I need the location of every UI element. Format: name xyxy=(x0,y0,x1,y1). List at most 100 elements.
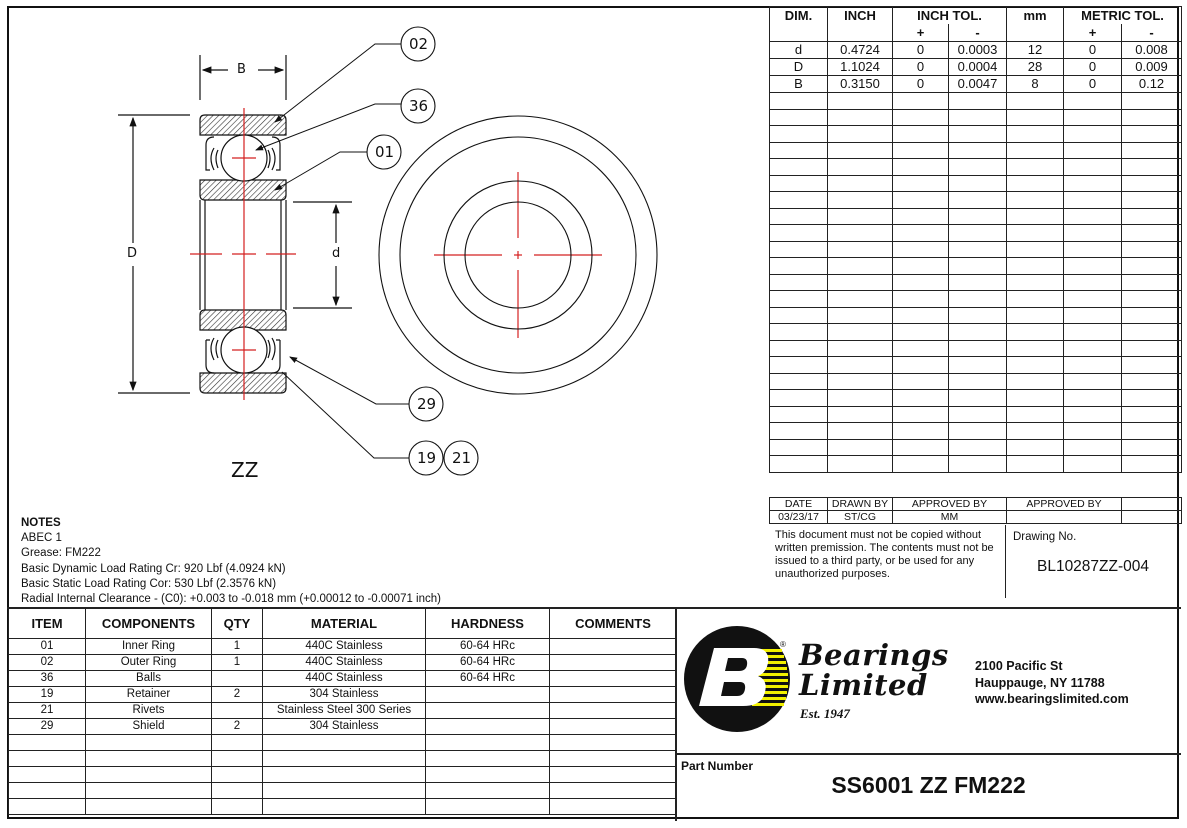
note-line: Radial Internal Clearance - (C0): +0.003… xyxy=(21,593,441,606)
cell-inch: 0.3150 xyxy=(827,75,893,93)
table-row-empty xyxy=(8,750,677,767)
cell-empty xyxy=(1006,125,1065,143)
cell-mm: 12 xyxy=(1006,41,1065,59)
header-dim-sub xyxy=(769,24,828,42)
cell-empty xyxy=(769,389,828,407)
cell-empty xyxy=(827,306,893,324)
table-row-empty xyxy=(769,455,1183,473)
cell-empty xyxy=(1006,191,1065,209)
cell-empty xyxy=(1121,108,1183,126)
front-view xyxy=(378,115,658,395)
part-number-label: Part Number xyxy=(681,759,754,773)
cell-empty xyxy=(947,455,1008,473)
cell-empty xyxy=(769,405,828,423)
cell-empty xyxy=(827,422,893,440)
header-drawn-by: DRAWN BY xyxy=(827,497,893,511)
cell-item: 21 xyxy=(8,702,86,719)
cell-empty xyxy=(1063,141,1123,159)
cell-hardness xyxy=(425,718,550,735)
cell-empty xyxy=(769,339,828,357)
cell-empty xyxy=(1006,257,1065,275)
cell-empty xyxy=(1063,240,1123,258)
cell-empty xyxy=(549,734,677,751)
signoff-table: DATE DRAWN BY APPROVED BY APPROVED BY 03… xyxy=(769,497,1182,524)
cell-empty xyxy=(8,766,86,783)
cell-empty xyxy=(1121,438,1183,456)
cell-empty xyxy=(947,438,1008,456)
cell-empty xyxy=(1063,323,1123,341)
cell-empty xyxy=(892,191,949,209)
drawn-by-value: ST/CG xyxy=(827,510,893,524)
cell-empty xyxy=(827,191,893,209)
cell-material: 440C Stainless xyxy=(262,654,426,671)
dimension-label-D: D xyxy=(127,246,138,261)
cell-empty xyxy=(947,174,1008,192)
cell-empty xyxy=(947,125,1008,143)
cell-empty xyxy=(769,174,828,192)
cell-empty xyxy=(1006,108,1065,126)
cell-empty xyxy=(211,734,263,751)
cell-empty xyxy=(769,158,828,176)
table-row-empty xyxy=(769,339,1183,357)
cell-empty xyxy=(1063,306,1123,324)
table-row-empty xyxy=(8,782,677,799)
cell-empty xyxy=(1121,240,1183,258)
cell-empty xyxy=(1006,158,1065,176)
cell-empty xyxy=(425,798,550,815)
cell-dim: d xyxy=(769,41,828,59)
cell-empty xyxy=(947,389,1008,407)
table-row-empty xyxy=(769,240,1183,258)
cell-empty xyxy=(1121,92,1183,110)
cell-empty xyxy=(892,306,949,324)
cell-empty xyxy=(1121,372,1183,390)
table-row-empty xyxy=(769,290,1183,308)
cell-empty xyxy=(947,158,1008,176)
cell-empty xyxy=(827,273,893,291)
cell-components: Retainer xyxy=(85,686,212,703)
cell-empty xyxy=(769,422,828,440)
cell-empty xyxy=(549,798,677,815)
cell-components: Shield xyxy=(85,718,212,735)
cell-empty xyxy=(1006,92,1065,110)
cell-material: 440C Stainless xyxy=(262,670,426,687)
cell-empty xyxy=(827,323,893,341)
cell-empty xyxy=(1006,323,1065,341)
table-row-empty xyxy=(769,372,1183,390)
header-mm: mm xyxy=(1006,6,1065,24)
cell-empty xyxy=(827,356,893,374)
company-address: 2100 Pacific St Hauppauge, NY 11788 www.… xyxy=(975,658,1129,708)
cell-empty xyxy=(947,422,1008,440)
table-row-empty xyxy=(769,422,1183,440)
cell-empty xyxy=(1006,240,1065,258)
cell-empty xyxy=(1006,306,1065,324)
cell-dim: B xyxy=(769,75,828,93)
cell-empty xyxy=(85,734,212,751)
cell-empty xyxy=(892,257,949,275)
table-row-empty xyxy=(769,389,1183,407)
cell-qty: 2 xyxy=(211,718,263,735)
approved-by-2-value xyxy=(1006,510,1122,524)
cell-metric-plus: 0 xyxy=(1063,75,1123,93)
cell-empty xyxy=(1063,405,1123,423)
header-hardness: HARDNESS xyxy=(425,608,550,639)
cell-qty xyxy=(211,670,263,687)
cell-empty xyxy=(769,224,828,242)
cell-metric-plus: 0 xyxy=(1063,58,1123,76)
table-row-empty xyxy=(769,323,1183,341)
cell-empty xyxy=(827,207,893,225)
cell-empty xyxy=(1063,356,1123,374)
cell-dim: D xyxy=(769,58,828,76)
cell-empty xyxy=(549,782,677,799)
cell-empty xyxy=(827,92,893,110)
company-website[interactable]: www.bearingslimited.com xyxy=(975,692,1129,706)
cell-empty xyxy=(827,158,893,176)
cell-empty xyxy=(1121,174,1183,192)
cell-empty xyxy=(947,273,1008,291)
cell-empty xyxy=(827,224,893,242)
centerlines xyxy=(190,108,602,400)
cell-hardness: 60-64 HRc xyxy=(425,654,550,671)
cell-empty xyxy=(1121,405,1183,423)
cell-empty xyxy=(1121,158,1183,176)
cell-comments xyxy=(549,718,677,735)
